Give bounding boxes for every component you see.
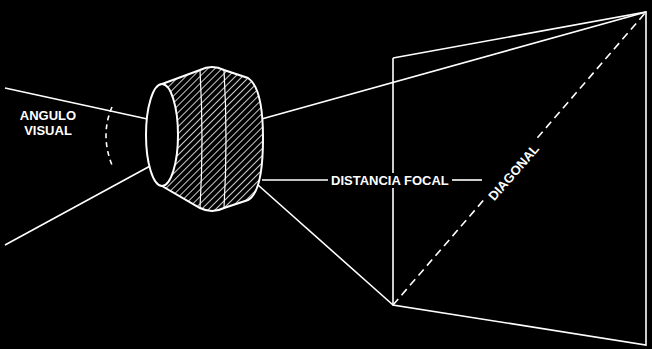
ray-line [258,185,393,305]
ray-line [5,165,152,245]
lens-front [146,84,178,186]
leader-line [452,179,482,181]
focal-label: DISTANCIA FOCAL [328,173,452,188]
diagonal-line [393,12,646,305]
ray-line [258,12,646,120]
lens-ring [200,70,226,208]
angle-label: ANGULO VISUAL [10,108,86,138]
angle-arc [106,107,112,165]
leader-line [262,179,328,181]
diagonal-label: DIAGONAL [483,139,544,206]
